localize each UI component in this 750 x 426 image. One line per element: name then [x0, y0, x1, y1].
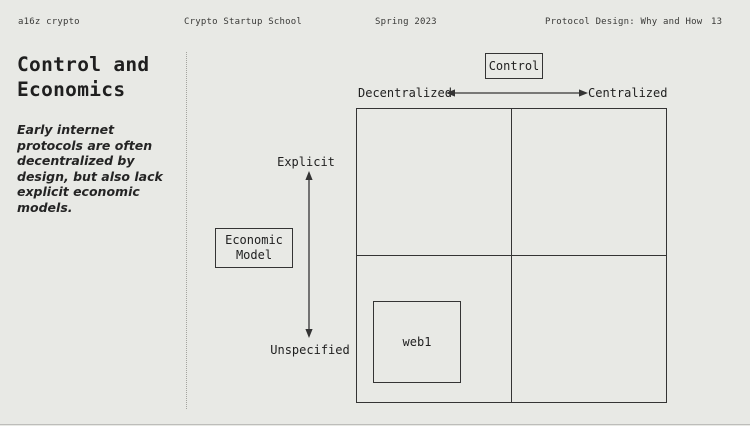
matrix-horizontal-divider — [357, 254, 666, 257]
matrix-item-web1-box: web1 — [373, 301, 461, 383]
economic-model-axis-title-box: Economic Model — [215, 228, 293, 268]
header-course-name: Crypto Startup School — [184, 17, 302, 27]
two-by-two-matrix-grid: web1 — [356, 108, 667, 403]
x-axis-double-arrow — [446, 89, 588, 97]
slide-title-line2: Economics — [17, 78, 126, 101]
y-axis-double-arrow — [305, 171, 313, 338]
vertical-dotted-divider — [186, 52, 187, 409]
economic-model-axis-title: Economic Model — [225, 233, 283, 262]
slide-title-line1: Control and — [17, 53, 150, 76]
slide-body-text: Early internet protocols are often decen… — [17, 122, 163, 215]
slide-title: Control and Economics — [17, 52, 149, 102]
header-term: Spring 2023 — [375, 17, 437, 27]
header-brand: a16z crypto — [18, 17, 80, 27]
control-axis-title: Control — [488, 58, 540, 73]
x-axis-left-label: Decentralized — [358, 86, 452, 100]
x-axis-right-label: Centralized — [588, 86, 668, 100]
header-page-number: 13 — [711, 17, 723, 27]
matrix-item-web1-label: web1 — [402, 334, 432, 349]
control-axis-title-box: Control — [485, 53, 543, 79]
y-axis-top-label: Explicit — [277, 155, 335, 169]
slide-bottom-rule — [0, 424, 750, 426]
y-axis-bottom-label: Unspecified — [270, 343, 350, 357]
header-deck-title: Protocol Design: Why and How — [545, 17, 703, 27]
